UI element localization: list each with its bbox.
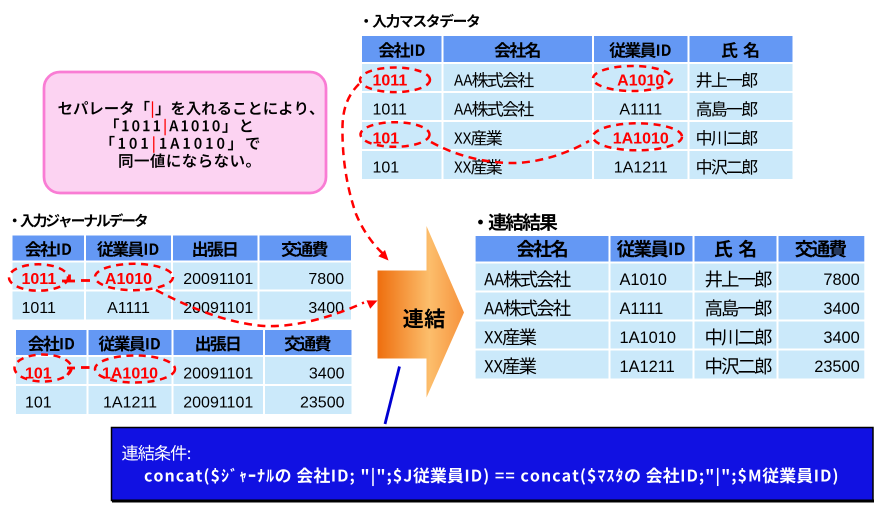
svg-text:1A1211: 1A1211: [614, 159, 668, 176]
svg-text:3400: 3400: [823, 329, 859, 347]
svg-text:1A1211: 1A1211: [103, 394, 157, 411]
svg-text:101: 101: [25, 394, 52, 411]
svg-text:3400: 3400: [308, 300, 344, 317]
svg-text:7800: 7800: [308, 271, 344, 288]
svg-text:1011: 1011: [22, 271, 57, 288]
svg-text:A1111: A1111: [619, 101, 662, 118]
svg-text:101: 101: [373, 130, 400, 147]
svg-text:23500: 23500: [300, 394, 345, 411]
svg-text:1011: 1011: [373, 101, 408, 118]
svg-text:A1010: A1010: [617, 72, 664, 89]
svg-text:101: 101: [373, 159, 400, 176]
svg-text:1011: 1011: [373, 72, 408, 89]
svg-text:A1010: A1010: [105, 271, 152, 288]
svg-text:A1111: A1111: [107, 300, 150, 317]
svg-text:A1010: A1010: [620, 271, 667, 289]
svg-text:20091101: 20091101: [183, 394, 253, 411]
svg-text:1A1010: 1A1010: [102, 365, 158, 382]
svg-text:20091101: 20091101: [183, 271, 253, 288]
svg-text:1A1010: 1A1010: [613, 130, 669, 147]
svg-text:7800: 7800: [823, 271, 859, 289]
svg-text:A1111: A1111: [620, 300, 664, 318]
svg-text:3400: 3400: [309, 365, 345, 382]
svg-text:1011: 1011: [22, 300, 57, 317]
svg-text:1A1211: 1A1211: [620, 358, 675, 376]
svg-text:20091101: 20091101: [183, 365, 253, 382]
svg-text:20091101: 20091101: [183, 300, 253, 317]
svg-text:101: 101: [25, 365, 52, 382]
svg-text:1A1010: 1A1010: [620, 329, 677, 347]
svg-text:23500: 23500: [814, 358, 860, 376]
svg-text:3400: 3400: [823, 300, 859, 318]
